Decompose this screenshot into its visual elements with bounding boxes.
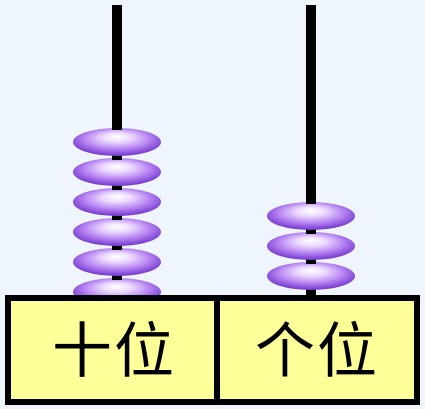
tens-bead-3 xyxy=(73,218,161,246)
tens-bead-5 xyxy=(73,158,161,186)
ones-rod-gap-1 xyxy=(306,260,316,264)
label-tens-place: 十位 xyxy=(52,317,176,387)
tens-rod-gap-2 xyxy=(112,246,122,250)
tens-rod-gap-4 xyxy=(112,186,122,190)
ones-rod-gap-3 xyxy=(306,200,316,204)
beads-tens xyxy=(73,126,161,306)
beads-ones xyxy=(267,200,355,290)
rod-ones xyxy=(306,5,316,305)
tens-rod-gap-5 xyxy=(112,156,122,160)
ones-bead-2 xyxy=(267,232,355,260)
tens-bead-4 xyxy=(73,188,161,216)
tens-rod-gap-1 xyxy=(112,276,122,280)
tens-bead-6 xyxy=(73,128,161,156)
ones-bead-3 xyxy=(267,202,355,230)
tens-rod-gap-3 xyxy=(112,216,122,220)
abacus-base xyxy=(5,295,420,405)
ones-rod-gap-2 xyxy=(306,230,316,234)
tens-rod-gap-6 xyxy=(112,126,122,130)
label-ones-place: 个位 xyxy=(255,317,379,387)
base-divider xyxy=(214,298,220,405)
ones-bead-1 xyxy=(267,262,355,290)
tens-bead-2 xyxy=(73,248,161,276)
